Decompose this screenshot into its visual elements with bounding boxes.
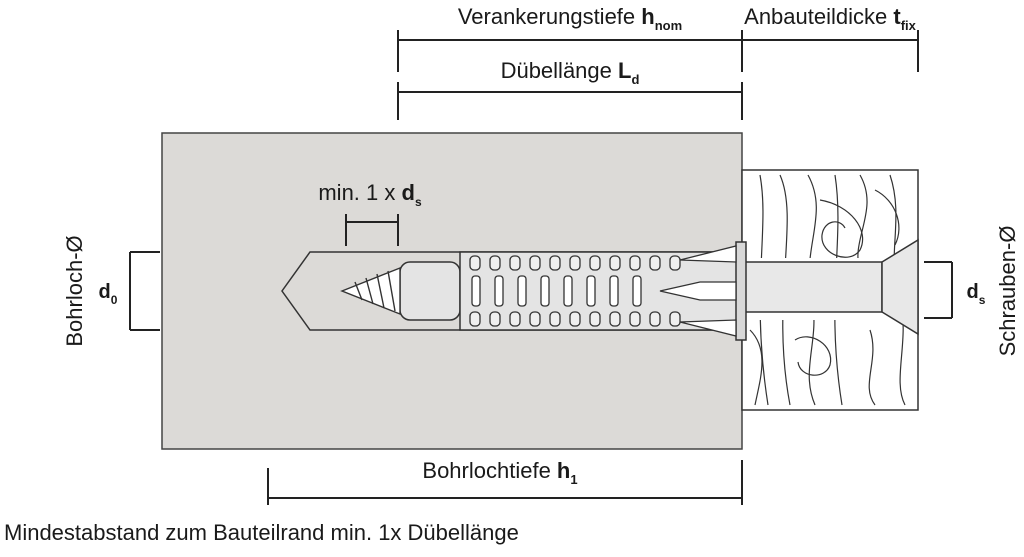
dimension-plug-length: Dübellänge Ld xyxy=(397,58,743,120)
drill-depth-label: Bohrlochtiefe xyxy=(422,458,557,483)
footer-note: Mindestabstand zum Bauteilrand min. 1x D… xyxy=(4,520,519,545)
drill-diameter-symbol: d xyxy=(99,281,111,303)
drill-depth-sub: 1 xyxy=(570,472,577,487)
part-thickness-symbol: t xyxy=(893,4,901,29)
drill-diameter-label: Bohrloch-Ø xyxy=(62,235,87,346)
anchorage-depth-sub: nom xyxy=(655,18,682,33)
svg-text:Bohrlochtiefe h1: Bohrlochtiefe h1 xyxy=(422,458,577,487)
dimension-min-spacing: min. 1 x ds xyxy=(318,180,422,246)
plug-length-symbol: L xyxy=(618,58,631,83)
svg-text:Dübellänge Ld: Dübellänge Ld xyxy=(501,58,640,87)
plug-length-sub: d xyxy=(631,72,639,87)
dimension-drill-diameter: Bohrloch-Ø d0 xyxy=(62,235,160,347)
anchorage-depth-label: Verankerungstiefe xyxy=(458,4,641,29)
screw-diameter-label: Schrauben-Ø xyxy=(995,226,1020,357)
svg-text:Verankerungstiefe hnom: Verankerungstiefe hnom xyxy=(458,4,682,33)
anchorage-depth-symbol: h xyxy=(641,4,654,29)
svg-text:min. 1 x ds: min. 1 x ds xyxy=(318,180,422,209)
plug-body xyxy=(399,241,747,341)
min-spacing-sub: s xyxy=(415,195,422,209)
screw-tip xyxy=(340,266,401,316)
svg-text:ds: ds xyxy=(967,281,986,307)
dimension-drill-depth: Bohrlochtiefe h1 xyxy=(267,458,743,505)
screw-diameter-sub: s xyxy=(979,293,986,307)
svg-text:d0: d0 xyxy=(99,281,118,307)
dimension-anchorage-depth: Verankerungstiefe hnom Anbauteildicke tf… xyxy=(397,4,919,72)
min-spacing-label: min. 1 x xyxy=(318,180,401,205)
dimension-screw-diameter: Schrauben-Ø ds xyxy=(924,226,1020,357)
min-spacing-symbol: d xyxy=(402,180,415,205)
part-thickness-label: Anbauteildicke xyxy=(744,4,893,29)
screw-shaft xyxy=(741,238,919,336)
svg-text:Anbauteildicke tfix: Anbauteildicke tfix xyxy=(744,4,916,33)
drill-depth-symbol: h xyxy=(557,458,570,483)
screw-diameter-symbol: d xyxy=(967,281,979,303)
plug-length-label: Dübellänge xyxy=(501,58,618,83)
drill-diameter-sub: 0 xyxy=(111,293,118,307)
part-thickness-sub: fix xyxy=(901,18,917,33)
